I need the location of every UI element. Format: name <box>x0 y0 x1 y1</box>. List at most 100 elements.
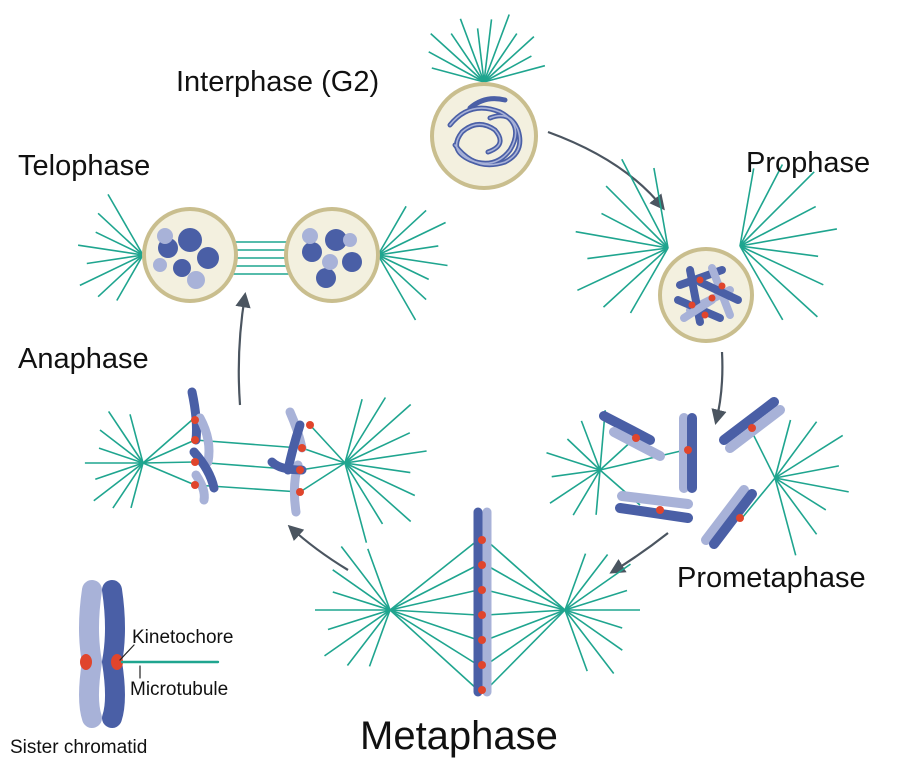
microtubule-ray <box>572 469 601 516</box>
microtubule-ray <box>430 33 485 83</box>
microtubule-ray <box>605 185 669 249</box>
label-interphase: Interphase (G2) <box>176 66 380 98</box>
prometaphase-chromosomes <box>599 397 785 549</box>
cycle-arrows <box>235 130 727 574</box>
microtubule-ray <box>344 432 411 464</box>
aster-prophase-left <box>575 158 669 314</box>
microtubule-ray <box>98 447 144 464</box>
microtubule-ray <box>130 462 144 509</box>
microtubule-ray <box>566 438 601 471</box>
aster-interphase <box>428 14 546 83</box>
microtubule-ray <box>459 18 485 83</box>
microtubule-ray <box>112 462 144 509</box>
microtubule-ray <box>95 462 144 480</box>
microtubule-ray <box>575 230 669 249</box>
microtubule-ray <box>450 33 485 83</box>
microtubule-ray <box>332 569 391 611</box>
microtubule-ray <box>629 247 669 314</box>
telophase-cell-right <box>284 207 380 303</box>
microtubule-ray <box>653 167 669 249</box>
arrow-interphase-to-prophase <box>547 130 665 211</box>
microtubule-ray <box>739 245 819 258</box>
microtubule-ray <box>93 462 144 502</box>
microtubule-ray <box>564 553 587 611</box>
microtubule-ray <box>377 254 417 321</box>
aster-prometaphase-right <box>774 419 849 556</box>
microtubule-ray <box>739 245 824 286</box>
microtubule-ray <box>580 420 601 471</box>
aster-telophase-right <box>377 205 448 321</box>
microtubule-ray <box>86 254 144 265</box>
microtubule-ray <box>564 554 609 611</box>
microtubule-ray <box>344 462 384 525</box>
legend-kinetochore-label: Kinetochore <box>132 627 234 648</box>
microtubule-ray <box>483 19 493 83</box>
microtubule-ray <box>621 158 669 249</box>
microtubule-ray <box>377 221 446 256</box>
microtubule-ray <box>739 171 815 247</box>
microtubule-ray <box>739 245 784 321</box>
microtubule-ray <box>476 28 485 83</box>
microtubule-ray <box>97 212 144 256</box>
microtubule-ray <box>774 465 840 479</box>
microtubule-ray <box>377 254 427 301</box>
microtubule-ray <box>595 469 601 515</box>
microtubule-ray <box>564 609 588 672</box>
microtubule-ray <box>377 254 448 267</box>
microtubule-ray <box>739 164 784 247</box>
aster-metaphase-left <box>315 546 391 667</box>
microtubule-ray <box>739 245 818 318</box>
legend-chromosome <box>79 580 220 728</box>
aster-telophase-left <box>77 193 144 301</box>
microtubule-ray <box>95 231 144 256</box>
microtubule-ray <box>107 410 144 464</box>
microtubule-ray <box>107 193 144 256</box>
microtubule-ray <box>577 247 669 292</box>
microtubule-ray <box>346 609 391 666</box>
arrow-prometaphase-to-metaphase <box>609 532 669 574</box>
label-metaphase: Metaphase <box>360 714 558 758</box>
microtubule-ray <box>99 429 144 464</box>
microtubule-ray <box>483 14 510 83</box>
legend-sister-chromatid-label: Sister chromatid <box>10 737 148 758</box>
microtubule-ray <box>368 609 391 667</box>
microtubule-ray <box>564 563 631 611</box>
telophase-cell-left <box>142 207 238 303</box>
microtubule-ray <box>344 398 363 464</box>
microtubule-ray <box>324 609 391 657</box>
microtubule-ray <box>340 546 391 611</box>
microtubule-ray <box>344 403 412 464</box>
label-telophase: Telophase <box>18 150 151 182</box>
microtubule-ray <box>332 591 391 611</box>
microtubule-ray <box>483 36 535 83</box>
microtubule-ray <box>549 469 601 504</box>
microtubule-ray <box>774 477 827 511</box>
anaphase-chromosomes <box>187 387 314 517</box>
microtubule-ray <box>483 33 518 83</box>
microtubule-ray <box>344 450 427 464</box>
microtubule-ray <box>116 254 144 301</box>
microtubule-ray <box>344 397 387 464</box>
microtubule-ray <box>97 254 144 298</box>
microtubule-ray <box>564 609 623 651</box>
microtubule-ray <box>601 212 669 249</box>
microtubule-ray <box>739 228 838 247</box>
microtubule-ray <box>602 247 669 308</box>
kinetochore-pointer <box>119 644 135 661</box>
aster-prometaphase-left <box>546 410 606 516</box>
microtubule-ray <box>564 589 628 611</box>
microtubule-ray <box>564 609 615 674</box>
microtubule-ray <box>377 245 439 256</box>
arrow-prophase-to-prometaphase <box>711 351 727 425</box>
microtubule-ray <box>377 205 407 256</box>
microtubule-ray <box>344 462 368 543</box>
label-prometaphase: Prometaphase <box>677 562 866 594</box>
microtubule-ray <box>377 209 427 256</box>
microtubule-ray <box>774 421 818 479</box>
microtubule-ray <box>129 414 144 464</box>
microtubule-ray <box>774 477 849 493</box>
microtubule-ray <box>546 452 601 471</box>
metaphase-chromosomes <box>473 507 492 697</box>
microtubule-ray <box>483 64 546 83</box>
